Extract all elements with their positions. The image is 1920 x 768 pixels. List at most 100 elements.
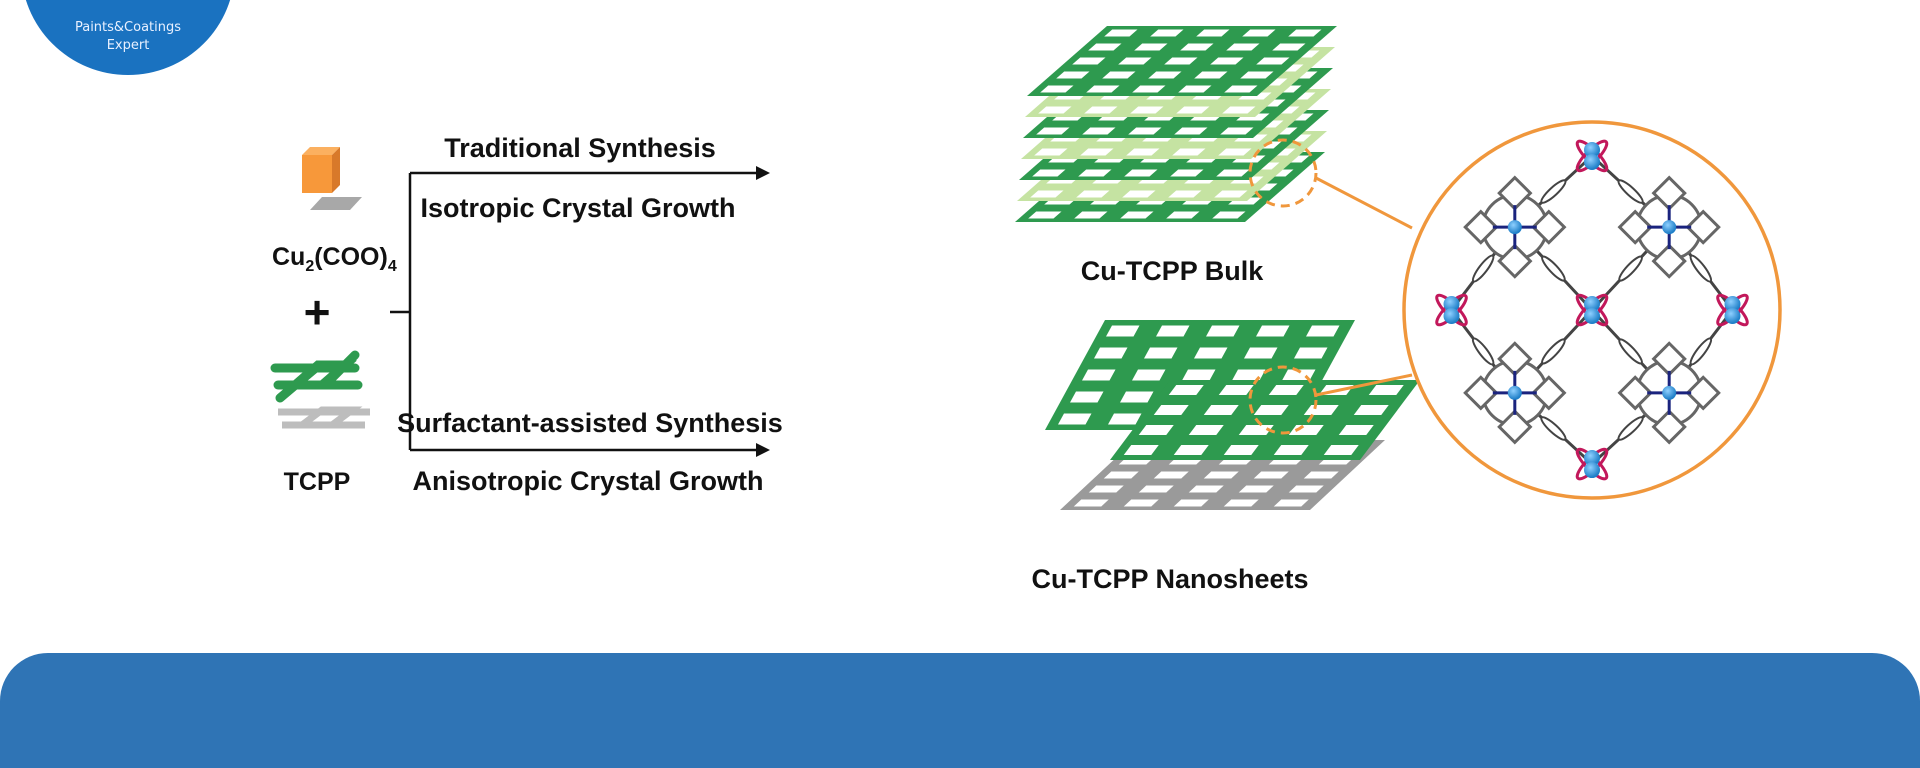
sheet-pore xyxy=(1056,71,1090,79)
sheet-pore xyxy=(1120,391,1154,403)
phenyl-ring xyxy=(1618,338,1643,365)
cu-atom xyxy=(1584,308,1600,324)
phenyl-ring xyxy=(1617,416,1644,441)
metal-node-label: Cu2(COO)4 xyxy=(272,243,397,275)
phenyl-ring xyxy=(1617,179,1644,204)
sheet-pore xyxy=(1173,499,1209,507)
sheet-pore xyxy=(1176,106,1210,114)
logo-line1: Paints&Coatings xyxy=(75,20,181,35)
sheet-pore xyxy=(1088,485,1124,493)
sheet-pore xyxy=(1194,347,1228,359)
sheet-pore xyxy=(1150,29,1184,37)
logo: Paints&Coatings Expert xyxy=(25,0,231,75)
sheet-pore xyxy=(1368,385,1404,395)
logo-circle xyxy=(25,0,231,75)
sheet-pore xyxy=(1130,106,1164,114)
cu-paddlewheel-icon xyxy=(302,147,362,210)
phenyl-ring xyxy=(1540,416,1567,441)
sheet-pore xyxy=(1084,106,1118,114)
sheet-pore xyxy=(1203,405,1239,415)
sheet-pore xyxy=(1170,169,1204,177)
sheet-pore xyxy=(1194,71,1228,79)
phenyl-ring xyxy=(1541,338,1566,365)
sheet-pore xyxy=(1128,127,1162,135)
phenyl-ring xyxy=(1689,337,1713,366)
cu-atom xyxy=(1724,296,1741,312)
sheet-pore xyxy=(1182,369,1216,381)
nanosheets-illustration xyxy=(1045,320,1420,510)
sheet-pore xyxy=(1123,499,1159,507)
sheet-pore xyxy=(1134,43,1168,51)
phenyl-ring xyxy=(1540,179,1567,204)
sheet-pore xyxy=(1074,211,1108,219)
sheet-pore xyxy=(1174,127,1208,135)
sheet-pore xyxy=(1072,57,1106,65)
sheet-pore xyxy=(1168,190,1202,198)
sheet-pore xyxy=(1088,43,1122,51)
sheet-pore xyxy=(1138,425,1174,435)
sheet-pore xyxy=(1203,471,1239,479)
sheet-pore xyxy=(1188,485,1224,493)
sheet-pore xyxy=(1164,57,1198,65)
cu-atom xyxy=(1662,220,1677,235)
sheet-pore xyxy=(1036,127,1070,135)
arrow-head-top xyxy=(756,166,770,180)
sheet-pore xyxy=(1196,29,1230,37)
porphyrin-unit xyxy=(1463,341,1567,445)
cu-paddlewheel-node xyxy=(1435,293,1468,327)
cu-atom xyxy=(1507,385,1522,400)
sheet-pore xyxy=(1102,71,1136,79)
phenyl-ring xyxy=(1471,254,1495,283)
sheet-pore xyxy=(1294,347,1328,359)
arrow-head-bottom xyxy=(756,443,770,457)
sheet-pore xyxy=(1222,106,1256,114)
sheet-pore xyxy=(1172,148,1206,156)
sheet-pore xyxy=(1073,499,1109,507)
sheet-pore xyxy=(1108,413,1142,425)
sheet-pore xyxy=(1103,471,1139,479)
sheet-pore xyxy=(1080,148,1114,156)
sheet-pore xyxy=(1126,148,1160,156)
phenyl-ring xyxy=(1689,254,1713,283)
porphyrin-unit xyxy=(1617,175,1721,279)
cu-atom xyxy=(1662,385,1677,400)
tcpp-label: TCPP xyxy=(284,468,351,496)
phenyl-ring xyxy=(1618,255,1643,282)
cu-atom xyxy=(1724,308,1741,324)
sheet-pore xyxy=(1272,43,1306,51)
sheet-pore xyxy=(1220,127,1254,135)
sheet-pore xyxy=(1253,405,1289,415)
sheet-pore xyxy=(1132,369,1166,381)
sheet-pore xyxy=(1210,57,1244,65)
sheet-pore xyxy=(1034,148,1068,156)
sheet-pore xyxy=(1058,413,1092,425)
sheet-pore xyxy=(1238,425,1274,435)
sheet-pore xyxy=(1076,190,1110,198)
logo-line2: Expert xyxy=(107,38,150,53)
sheet-pore xyxy=(1122,190,1156,198)
footer-band xyxy=(0,653,1920,768)
sheet-pore xyxy=(1118,57,1152,65)
cu-atom xyxy=(1443,308,1460,324)
plus-sign: + xyxy=(304,286,331,338)
sheet-pore xyxy=(1086,85,1120,93)
cu-atom xyxy=(1443,296,1460,312)
cu-atom xyxy=(1584,153,1600,170)
sheet-pore xyxy=(1120,211,1154,219)
sheet-pore xyxy=(1288,29,1322,37)
sheet-pore xyxy=(1030,190,1064,198)
sheet-pore xyxy=(1082,127,1116,135)
sheet-pore xyxy=(1153,405,1189,415)
sheet-pore xyxy=(1256,57,1290,65)
sheet-pore xyxy=(1212,211,1246,219)
sheet-pore xyxy=(1070,391,1104,403)
sheet-pore xyxy=(1168,385,1204,395)
sheet-pore xyxy=(1288,485,1324,493)
cu-paddlewheel-node xyxy=(1575,447,1609,481)
nanosheets-label: Cu-TCPP Nanosheets xyxy=(1031,564,1308,594)
cu-paddlewheel-node xyxy=(1716,293,1749,327)
sheet-pore xyxy=(1273,499,1309,507)
route-top-method: Traditional Synthesis xyxy=(444,133,716,163)
tcpp-linker-icon xyxy=(270,350,370,429)
